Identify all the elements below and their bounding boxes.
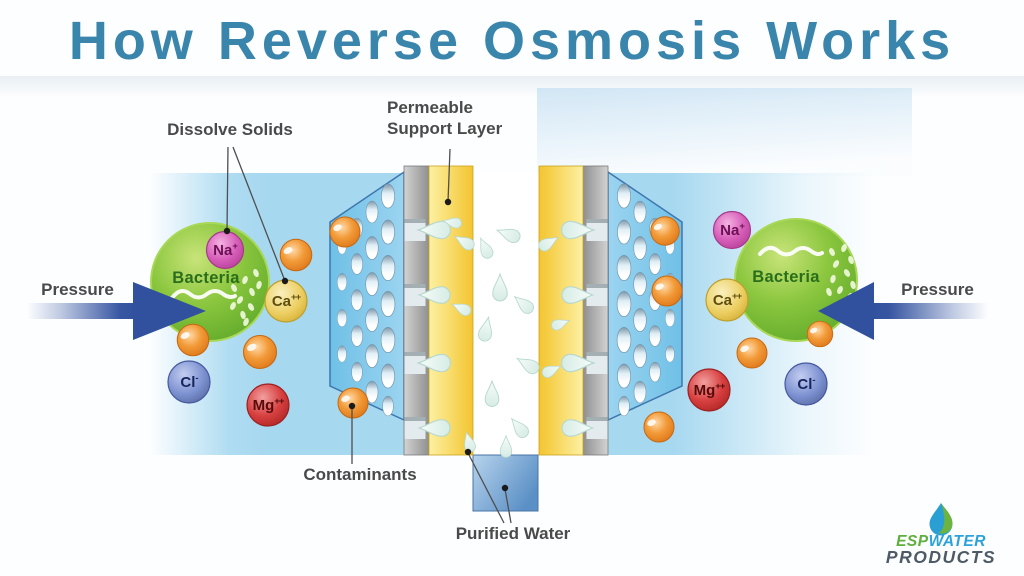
membrane-layer-right: [538, 165, 584, 456]
ion-mg-right-label: Mg++: [693, 381, 726, 400]
membrane-right: [538, 165, 683, 456]
membrane-left: [329, 165, 474, 456]
label-bacteria-right: Bacteria: [752, 268, 820, 286]
ion-cl-left-circle: [167, 360, 211, 404]
pressure-arrow-left: [27, 282, 206, 340]
ion-na-left-label: Na+: [213, 241, 238, 260]
logo: ESPWATER PRODUCTS: [876, 502, 1006, 566]
label-contaminants: Contaminants: [303, 465, 417, 484]
ion-na-right-circle: [712, 210, 752, 250]
ion-mg-left-circle: [246, 383, 290, 427]
leader-dots: [223, 198, 509, 492]
logo-brand-name: ESPWATER: [896, 533, 986, 550]
leader-lines: [226, 146, 512, 524]
support-bar-left: [403, 165, 430, 456]
bacteria-spores: [230, 268, 262, 327]
pale-glow: [537, 88, 912, 176]
ion-cl-right-circle: [784, 362, 828, 406]
label-pressure-right: Pressure: [901, 280, 974, 299]
ion-mg-left-label: Mg++: [252, 396, 285, 415]
label-dissolve-solids: Dissolve Solids: [167, 120, 293, 139]
label-permeable-support-layer: Permeable Support Layer: [387, 98, 503, 138]
ion-circles: [167, 210, 828, 427]
bacteria-flagellum: [170, 288, 237, 300]
label-pressure-left: Pressure: [41, 280, 114, 299]
label-purified-water: Purified Water: [455, 524, 571, 543]
ion-mg-right-circle: [687, 368, 731, 412]
purified-channel: [473, 173, 539, 455]
arrowhead-left: [133, 282, 206, 340]
ion-cl-left-label: Cl-: [180, 373, 198, 392]
bacteria-flagellum: [758, 245, 824, 257]
ion-ca-left-label: Ca++: [271, 292, 301, 311]
support-bar-right: [582, 165, 609, 456]
ion-ca-right-circle: [705, 278, 749, 322]
support-slots-right: [586, 219, 608, 439]
page-title: How Reverse Osmosis Works: [68, 11, 956, 71]
arrowhead-right: [818, 282, 874, 340]
logo-brand-line2: PRODUCTS: [885, 547, 997, 567]
support-slots-left: [404, 219, 426, 439]
ion-na-right-label: Na+: [720, 221, 745, 240]
logo-drop-icon: [929, 503, 953, 536]
ion-cl-right-label: Cl-: [797, 375, 815, 394]
label-bacteria-left: Bacteria: [172, 269, 240, 287]
pressure-arrow-right: [818, 282, 988, 340]
ion-ca-right-label: Ca++: [712, 291, 742, 310]
